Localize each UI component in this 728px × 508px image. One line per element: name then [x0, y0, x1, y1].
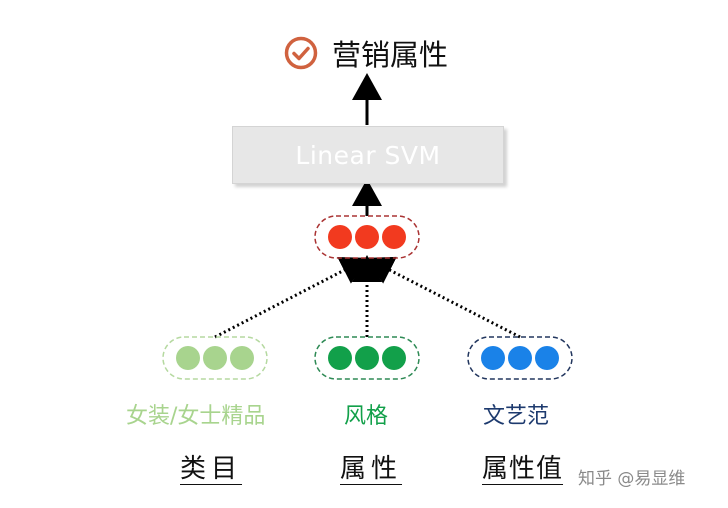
- output-title: 营销属性: [332, 38, 449, 72]
- input-type-category: 类目: [180, 454, 243, 484]
- input-node-attribute-value: [467, 336, 573, 380]
- check-circle-icon: [284, 36, 318, 70]
- watermark: 知乎 @易显维: [578, 469, 686, 489]
- input-label-attribute: 风格: [344, 404, 389, 429]
- arrow-value-to-hidden: [365, 256, 521, 339]
- input-label-category: 女装/女士精品: [126, 404, 266, 429]
- input-node-category: [162, 336, 268, 380]
- input-label-attribute-value: 文艺范: [483, 404, 550, 429]
- input-type-attribute: 属性: [340, 454, 403, 484]
- input-type-attribute-value: 属性值: [482, 454, 564, 484]
- input-node-attribute: [314, 336, 420, 380]
- hidden-node: [314, 215, 420, 259]
- linear-svm-box: Linear SVM: [232, 126, 504, 184]
- linear-svm-label: Linear SVM: [295, 140, 441, 170]
- arrow-category-to-hidden: [214, 256, 368, 339]
